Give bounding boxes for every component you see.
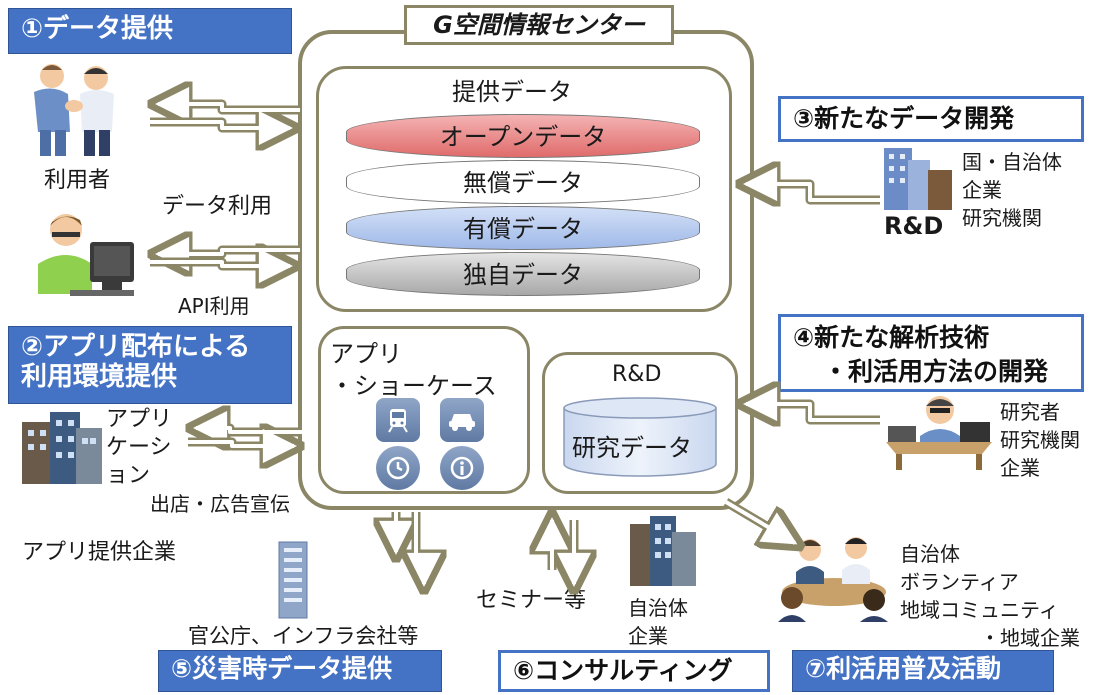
- research-data-label: 研究データ: [572, 434, 692, 462]
- rd-buildings-icon: [884, 148, 952, 210]
- app-showcase-box: [318, 326, 530, 494]
- research-data-cylinder: [563, 397, 717, 477]
- banner4-line1: ④新たな解析技術: [793, 323, 990, 352]
- car-icon: [440, 398, 484, 442]
- showcase-line2: ・ショーケース: [330, 372, 497, 400]
- banner2-line2: 利用環境提供: [21, 361, 178, 392]
- center-title: G空間情報センター: [404, 5, 674, 45]
- computer-user-icon: [38, 214, 134, 296]
- community-label: 自治体ボランティア地域コミュニティ・地域企業: [900, 542, 1080, 650]
- handshake-people-icon: [34, 64, 114, 156]
- rd-title: R&D: [612, 362, 662, 387]
- office-building-icon: [278, 541, 308, 619]
- meeting-group-icon: [778, 537, 888, 622]
- local-gov-company-label: 自治体企業: [628, 596, 688, 648]
- banner-promotion: ⑦利活用普及活動: [792, 650, 1054, 692]
- banner4-line2: ・利活用方法の開発: [823, 357, 1049, 386]
- gov-infra-label: 官公庁、インフラ会社等: [188, 624, 419, 648]
- data-use-label: データ利用: [162, 194, 273, 219]
- users-label: 利用者: [44, 168, 111, 193]
- banner-new-analysis: ④新たな解析技術 ・利活用方法の開発: [778, 314, 1084, 392]
- local-gov-buildings-icon: [630, 516, 696, 586]
- banner-app-distribution: ②アプリ配布による 利用環境提供: [8, 326, 292, 404]
- layer-paid-data: 有償データ: [346, 206, 700, 250]
- app-companies-label: アプリ提供企業: [22, 540, 177, 565]
- banner-new-data-dev: ③新たなデータ開発: [778, 96, 1084, 142]
- banner2-line1: ②アプリ配布による: [21, 332, 251, 362]
- layer-original-data: 独自データ: [346, 252, 700, 296]
- layer-free-data: 無償データ: [346, 160, 700, 204]
- rd-label-right: R&D: [884, 212, 944, 240]
- api-use-label: API利用: [178, 294, 250, 318]
- app-company-building-icon: [22, 412, 102, 484]
- banner-data-provision: ①データ提供: [8, 8, 292, 54]
- layer-open-data: オープンデータ: [346, 114, 700, 158]
- researcher-desk-icon: [886, 396, 992, 470]
- provided-data-label: 提供データ: [452, 78, 572, 106]
- application-label: アプリケーション: [106, 407, 173, 488]
- gov-company-lab-label: 国・自治体企業研究機関: [962, 150, 1062, 230]
- store-ads-label: 出店・広告宣伝: [150, 492, 290, 516]
- researcher-label: 研究者研究機関企業: [1000, 400, 1080, 480]
- info-icon: [440, 446, 484, 490]
- clock-map-icon: [376, 446, 420, 490]
- train-icon: [376, 398, 420, 442]
- banner-disaster-data: ⑤災害時データ提供: [158, 650, 442, 692]
- provided-data-box: [316, 66, 732, 312]
- showcase-line1: アプリ: [330, 340, 402, 368]
- banner-consulting: ⑥コンサルティング: [498, 650, 770, 692]
